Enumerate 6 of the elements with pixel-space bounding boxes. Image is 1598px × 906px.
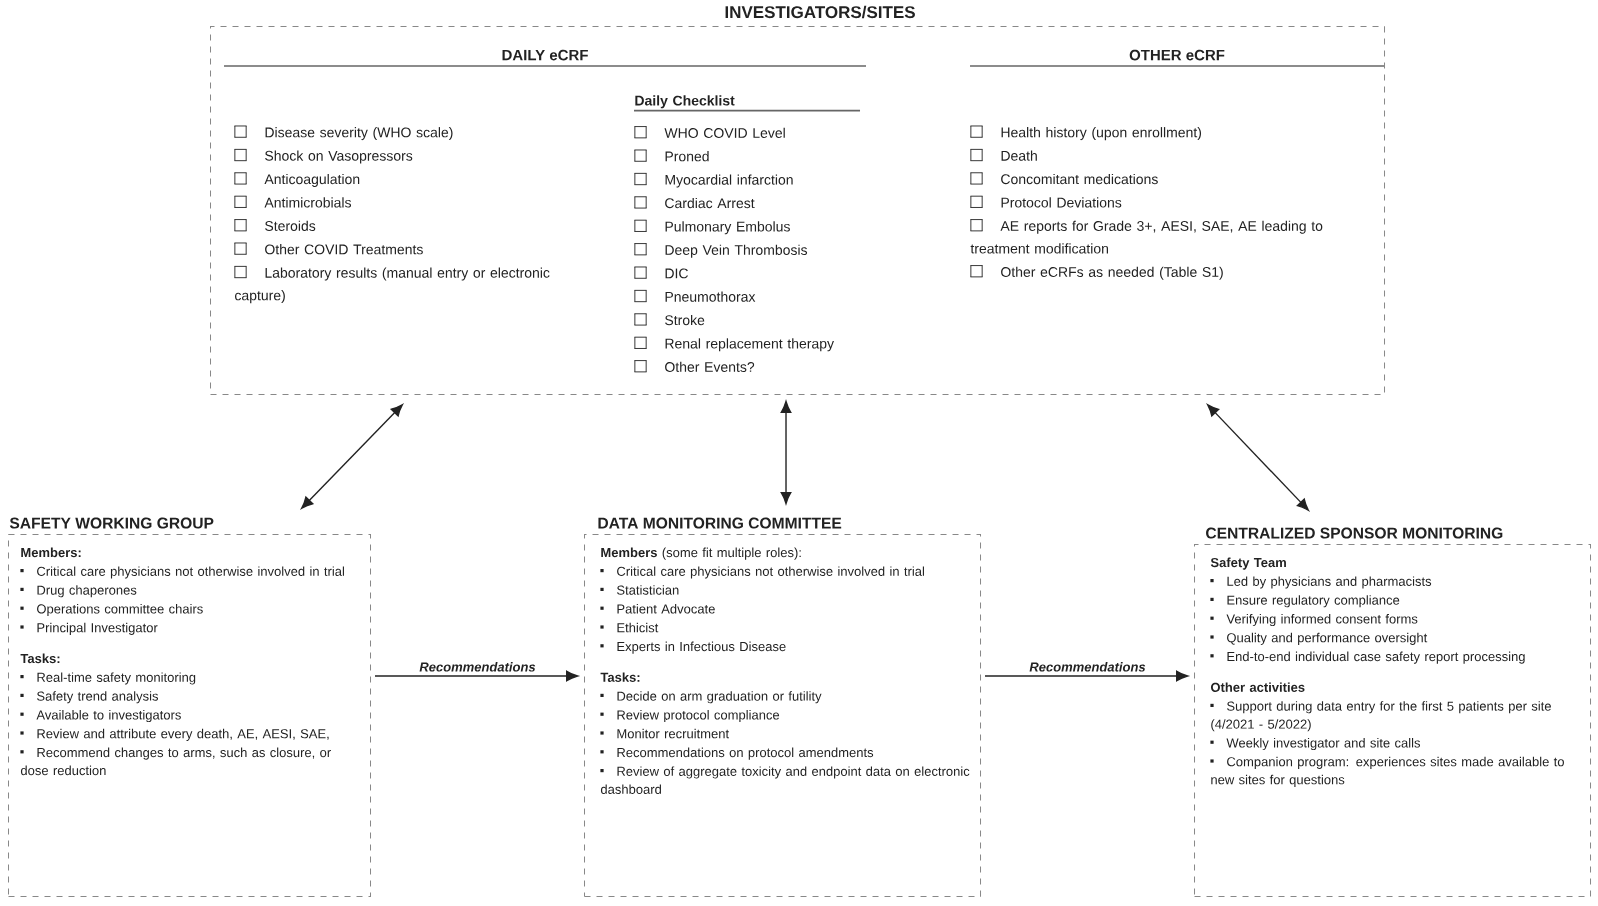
- arrow: [301, 404, 403, 509]
- arrow: [984, 670, 1189, 682]
- arrow: [1207, 404, 1309, 511]
- arrow: [374, 670, 579, 682]
- arrow: [780, 400, 792, 505]
- panel-heading: INVESTIGATORS/SITES: [725, 5, 915, 19]
